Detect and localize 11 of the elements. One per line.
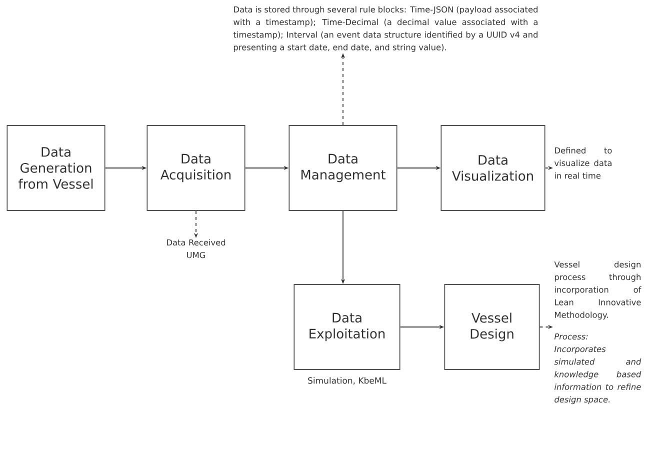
process-box: Vessel Design — [444, 284, 540, 370]
note-text: Data Received UMG — [167, 239, 226, 258]
note-text: Defined to visualize data in real time — [554, 147, 612, 179]
process-box: Data Visualization — [440, 125, 546, 211]
process-box: Data Exploitation — [294, 284, 400, 370]
process-box: Data Management — [288, 125, 398, 211]
process-box: Data Acquisition — [146, 125, 246, 211]
caption-text: Simulation, KbeML — [308, 377, 386, 385]
note-text: Vessel design process through incorporation of Lean Innovative Methodology. Process: Incorporates simulated and knowledge based information to refine design space. — [554, 261, 642, 404]
process-box: Data Generation from Vessel — [6, 125, 106, 211]
note-text: Data is stored through several rule blocks: Time-JSON (payload associated with a timestamp); Time-Decimal (a decimal value associated with a timestamp); Interval (an event data structure identified by a UUID v4 and presenting a start date, end date, and string value). — [233, 6, 538, 52]
